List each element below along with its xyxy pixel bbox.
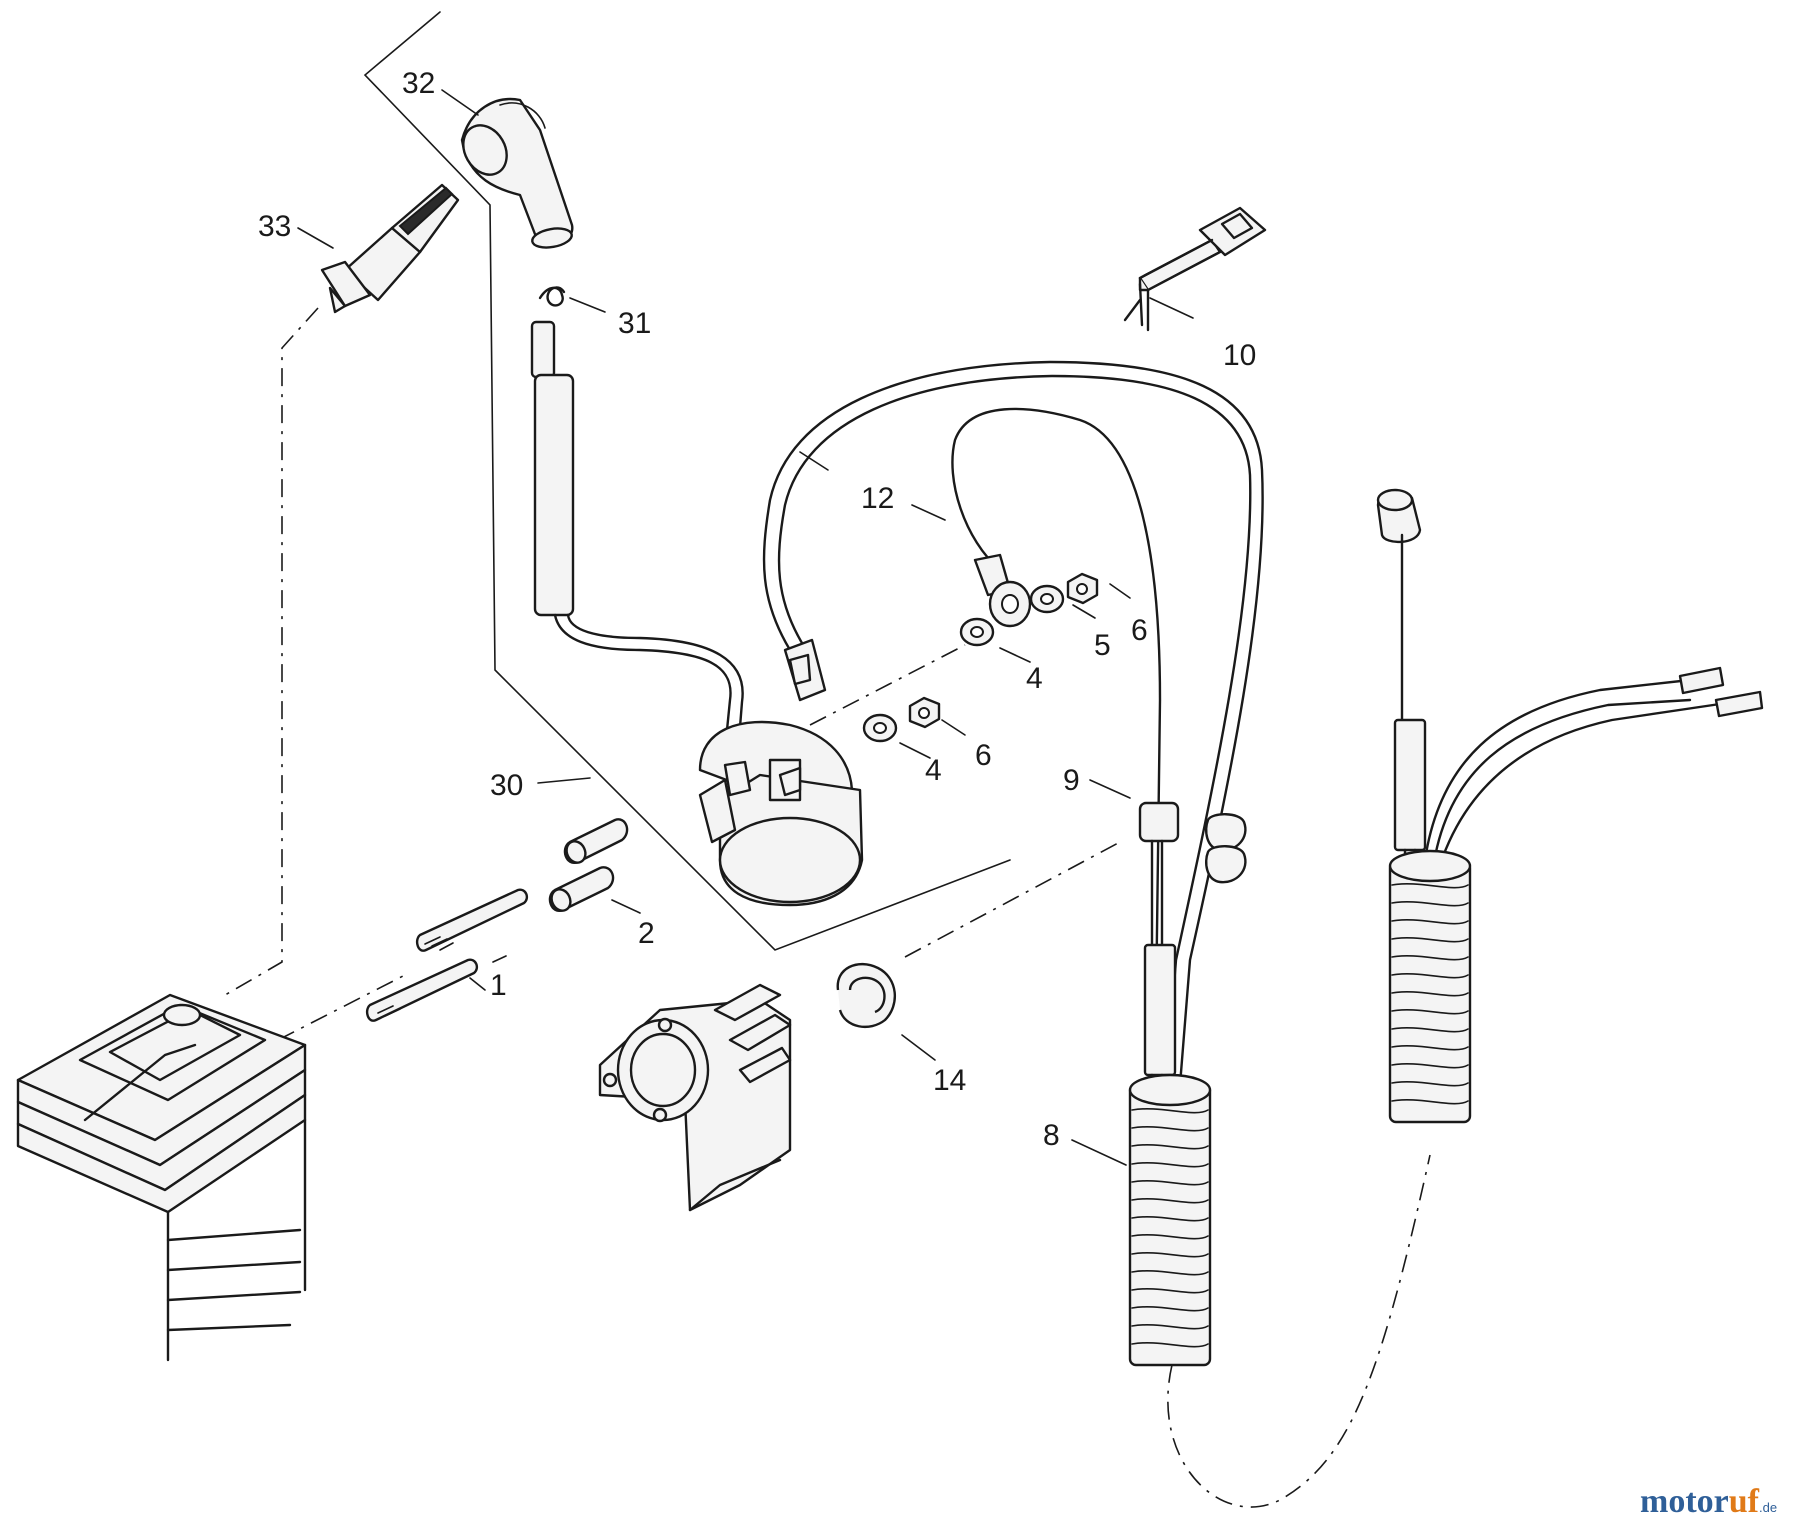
watermark-tld: .de	[1759, 1500, 1777, 1515]
conduit-tube-part	[1128, 1073, 1212, 1367]
label-part-33: 33	[258, 210, 291, 243]
label-part-5: 5	[1094, 629, 1111, 662]
spark-plug-boot-part	[460, 97, 574, 249]
spring-part	[538, 286, 566, 307]
sleeve-parts	[548, 818, 629, 913]
label-part-2: 2	[638, 917, 655, 950]
washers-and-nuts-parts	[862, 572, 1099, 743]
carburetor-part	[598, 983, 792, 1212]
label-part-4-upper: 4	[1026, 662, 1043, 695]
label-part-6-lower: 6	[975, 739, 992, 772]
label-part-6-upper: 6	[1131, 614, 1148, 647]
stud-parts	[365, 888, 529, 1022]
label-part-4-lower: 4	[925, 754, 942, 787]
label-part-32: 32	[402, 67, 435, 100]
leader-lines	[297, 89, 1194, 1166]
label-part-1: 1	[490, 969, 507, 1002]
label-part-14: 14	[933, 1064, 966, 1097]
brand-watermark: motoruf.de	[1640, 1483, 1777, 1520]
watermark-text: motoruf.de	[1640, 1483, 1777, 1520]
watermark-brand-end: uf	[1729, 1483, 1760, 1520]
label-part-10: 10	[1223, 339, 1256, 372]
label-part-9: 9	[1063, 764, 1080, 797]
label-part-31: 31	[618, 307, 651, 340]
label-part-8: 8	[1043, 1119, 1060, 1152]
watermark-brand-start: motor	[1640, 1483, 1729, 1520]
alignment-lines	[219, 307, 1431, 1508]
cable-clip-part	[836, 963, 897, 1029]
label-part-12: 12	[861, 482, 894, 515]
spark-plug-part	[320, 183, 460, 314]
throttle-cable-part	[1138, 801, 1180, 1112]
cable-harness-part	[762, 360, 1264, 1087]
assembly-boundary-line	[363, 11, 1011, 951]
label-part-30: 30	[490, 769, 523, 802]
cylinder-part	[16, 993, 307, 1362]
part-number-labels: 32 33 31 10 12 6 5 4 6 4 9 30 2 1 14 8	[258, 67, 1256, 1152]
assembled-cable-conduit-part	[1376, 488, 1764, 1124]
cable-tie-part	[1123, 206, 1267, 332]
ignition-module-part	[530, 320, 864, 907]
